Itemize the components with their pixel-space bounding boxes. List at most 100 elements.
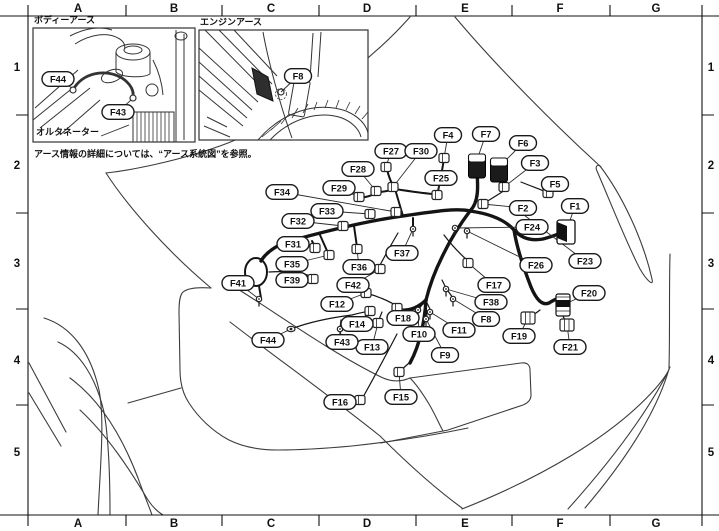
- connector-glyph-F24: [451, 224, 459, 236]
- connector-label-F12: F12: [320, 296, 354, 313]
- connector-glyph-F44: [286, 325, 296, 333]
- connector-glyph-F8: [449, 295, 457, 307]
- svg-text:F27: F27: [383, 146, 399, 156]
- svg-text:F39: F39: [284, 275, 300, 285]
- grid-column-top-G: G: [652, 3, 661, 15]
- grid-column-bottom-B: B: [170, 518, 178, 530]
- connector-glyph-F25: [431, 189, 443, 201]
- svg-text:F29: F29: [331, 183, 347, 193]
- connector-label-F4: F4: [433, 126, 463, 143]
- svg-text:F8: F8: [293, 71, 304, 81]
- svg-text:F43: F43: [110, 107, 126, 117]
- svg-text:F33: F33: [319, 206, 335, 216]
- grid-row-right-5: 5: [708, 447, 715, 459]
- connector-glyph-F1: [556, 219, 576, 245]
- grid-column-bottom-E: E: [461, 518, 469, 530]
- connector-label-F8: F8: [471, 311, 501, 328]
- svg-text:F44: F44: [260, 335, 277, 345]
- svg-text:F2: F2: [518, 203, 529, 213]
- grid-column-bottom-F: F: [556, 518, 563, 530]
- connector-label-F41: F41: [221, 275, 255, 292]
- connector-label-F18: F18: [386, 310, 420, 327]
- connector-label-F8: F8: [283, 67, 313, 84]
- grid-row-right-3: 3: [708, 258, 714, 270]
- inset-engine-earth: [198, 29, 369, 141]
- connector-glyph-F37: [409, 225, 417, 237]
- connector-glyph-F27: [380, 161, 392, 173]
- connector-glyph-F42: [374, 263, 386, 275]
- connector-label-F43: F43: [325, 334, 359, 351]
- earth-info-note: アース情報の詳細については、“アース系統図”を参照。: [34, 149, 257, 159]
- connector-glyph-F14: [364, 305, 376, 317]
- grid-row-right-1: 1: [708, 62, 715, 74]
- grid-row-left-5: 5: [14, 447, 21, 459]
- grid-column-top-D: D: [363, 3, 371, 15]
- grid-column-bottom-A: A: [74, 518, 82, 530]
- connector-glyph-F29: [353, 191, 365, 203]
- connector-label-F3: F3: [520, 154, 550, 171]
- connector-label-F17: F17: [477, 277, 511, 294]
- connector-glyph-F36: [351, 243, 363, 255]
- connector-label-F28: F28: [341, 160, 375, 177]
- svg-text:F34: F34: [274, 187, 291, 197]
- alternator-caption: オルタネーター: [36, 127, 100, 137]
- inset-engine-earth-title: エンジンアース: [200, 17, 263, 27]
- grid-frame: [0, 5, 719, 526]
- svg-text:F38: F38: [483, 297, 499, 307]
- svg-text:F35: F35: [284, 259, 300, 269]
- connector-label-F31: F31: [276, 235, 310, 252]
- connector-glyph-F33: [364, 208, 376, 220]
- connector-label-F44: F44: [251, 332, 285, 349]
- grid-row-left-4: 4: [14, 355, 21, 367]
- connector-glyph-F13: [372, 317, 384, 329]
- fender-top-line: [127, 387, 182, 404]
- connector-label-F6: F6: [508, 134, 538, 151]
- connector-label-F14: F14: [340, 316, 374, 333]
- svg-text:F12: F12: [329, 299, 345, 309]
- svg-text:F25: F25: [433, 173, 449, 183]
- connector-label-F7: F7: [471, 125, 501, 142]
- svg-text:F4: F4: [443, 130, 455, 140]
- connector-glyph-F17: [462, 257, 474, 269]
- svg-text:F31: F31: [285, 239, 301, 249]
- connector-label-F21: F21: [553, 339, 587, 356]
- connector-label-F37: F37: [385, 244, 419, 261]
- svg-text:F44: F44: [50, 74, 67, 84]
- connector-label-F10: F10: [402, 326, 436, 343]
- grid-row-left-2: 2: [14, 160, 20, 172]
- grid-row-left-1: 1: [14, 62, 21, 74]
- connector-label-F32: F32: [281, 212, 315, 229]
- connector-label-F42: F42: [336, 277, 370, 294]
- connector-label-F5: F5: [540, 175, 570, 192]
- grid-row-right-4: 4: [708, 355, 715, 367]
- ground-cable: [71, 71, 135, 98]
- connector-glyph-F32: [337, 220, 349, 232]
- connector-glyph-F7: [467, 153, 487, 179]
- connector-glyph-F30: [387, 181, 399, 193]
- connector-glyph-F35: [323, 249, 335, 261]
- connector-label-F2: F2: [508, 199, 538, 216]
- alternator-pointer: [100, 124, 130, 137]
- connector-label-F30: F30: [404, 142, 438, 159]
- svg-text:F18: F18: [395, 313, 411, 323]
- connector-glyph-F38: [442, 285, 450, 297]
- svg-text:F5: F5: [550, 179, 561, 189]
- grid-column-bottom-D: D: [363, 518, 371, 530]
- wheel-arch: [43, 317, 164, 516]
- connector-glyph-F21: [559, 318, 575, 332]
- connector-label-F39: F39: [275, 272, 309, 289]
- svg-text:F11: F11: [451, 325, 467, 335]
- connector-label-F43: F43: [101, 103, 135, 120]
- connector-glyph-F20: [555, 293, 571, 317]
- connector-label-F26: F26: [519, 257, 553, 274]
- svg-text:F14: F14: [349, 319, 366, 329]
- connector-glyph-F26: [463, 227, 471, 239]
- svg-text:F42: F42: [345, 280, 361, 290]
- connector-glyph-F3: [498, 181, 510, 193]
- svg-text:F36: F36: [351, 262, 367, 272]
- connector-label-F36: F36: [342, 259, 376, 276]
- connector-label-F20: F20: [572, 285, 606, 302]
